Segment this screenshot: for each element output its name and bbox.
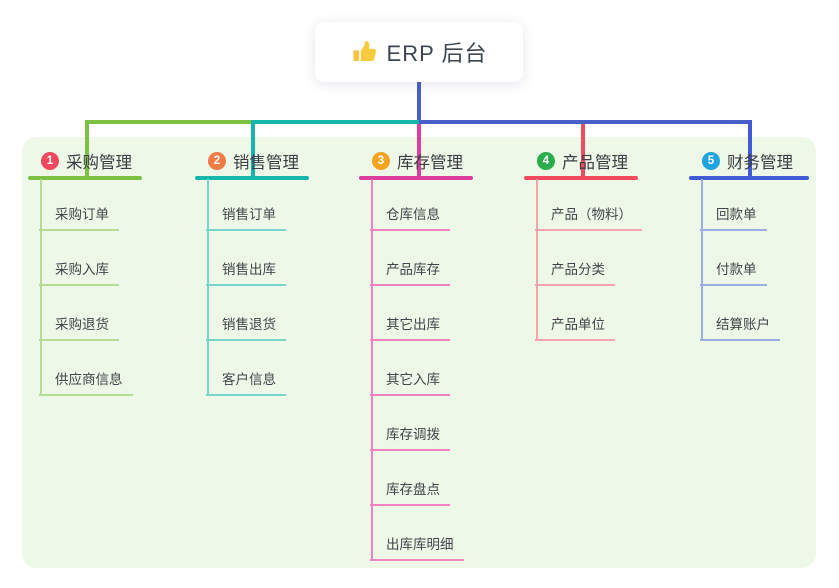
child-node[interactable]: 库存调拨 — [370, 421, 450, 451]
branch-spine — [40, 179, 42, 395]
child-node[interactable]: 库存盘点 — [370, 476, 450, 506]
branch-underline — [28, 176, 142, 180]
badge-2: 2 — [208, 152, 226, 170]
root-label: ERP 后台 — [386, 41, 488, 66]
branch-title-label: 财务管理 — [727, 154, 793, 172]
badge-5: 5 — [702, 152, 720, 170]
connector-bus-green — [85, 120, 251, 124]
branch-underline — [195, 176, 309, 180]
child-node[interactable]: 出库库明细 — [370, 531, 464, 561]
child-node[interactable]: 采购退货 — [39, 311, 119, 341]
child-node[interactable]: 仓库信息 — [370, 201, 450, 231]
branch-spine — [701, 179, 703, 340]
branch-panel-background — [22, 137, 816, 568]
branch-title-finance[interactable]: 5 财务管理 — [689, 148, 793, 174]
child-node[interactable]: 采购入库 — [39, 256, 119, 286]
thumbs-up-icon — [351, 39, 377, 65]
branch-underline — [689, 176, 809, 180]
branch-title-product[interactable]: 4 产品管理 — [524, 148, 628, 174]
connector-drop-branch4 — [581, 124, 585, 178]
child-node[interactable]: 付款单 — [700, 256, 767, 286]
connector-drop-branch3 — [417, 124, 421, 178]
child-node[interactable]: 销售退货 — [206, 311, 286, 341]
connector-drop-branch5 — [748, 120, 752, 178]
branch-underline — [524, 176, 638, 180]
child-node[interactable]: 回款单 — [700, 201, 767, 231]
child-node[interactable]: 销售出库 — [206, 256, 286, 286]
root-node[interactable]: ERP 后台 — [315, 22, 523, 82]
child-node[interactable]: 客户信息 — [206, 366, 286, 396]
branch-title-inventory[interactable]: 3 库存管理 — [359, 148, 463, 174]
child-node[interactable]: 销售订单 — [206, 201, 286, 231]
branch-title-label: 销售管理 — [233, 154, 299, 172]
branch-spine — [371, 179, 373, 560]
connector-trunk — [417, 82, 421, 124]
branch-title-label: 采购管理 — [66, 154, 132, 172]
child-node[interactable]: 产品单位 — [535, 311, 615, 341]
branch-title-purchase[interactable]: 1 采购管理 — [28, 148, 132, 174]
badge-1: 1 — [41, 152, 59, 170]
badge-4: 4 — [537, 152, 555, 170]
child-node[interactable]: 产品库存 — [370, 256, 450, 286]
branch-title-label: 产品管理 — [562, 154, 628, 172]
branch-spine — [207, 179, 209, 395]
child-node[interactable]: 结算账户 — [700, 311, 780, 341]
connector-bus-teal — [251, 120, 419, 124]
branch-title-label: 库存管理 — [397, 154, 463, 172]
child-node[interactable]: 采购订单 — [39, 201, 119, 231]
branch-underline — [359, 176, 473, 180]
child-node[interactable]: 其它出库 — [370, 311, 450, 341]
connector-bus-indigo — [417, 120, 752, 124]
branch-spine — [536, 179, 538, 340]
connector-drop-branch2 — [251, 120, 255, 178]
connector-drop-branch1 — [85, 120, 89, 178]
branch-title-sales[interactable]: 2 销售管理 — [195, 148, 299, 174]
child-node[interactable]: 产品分类 — [535, 256, 615, 286]
child-node[interactable]: 产品（物料） — [535, 201, 642, 231]
badge-3: 3 — [372, 152, 390, 170]
child-node[interactable]: 其它入库 — [370, 366, 450, 396]
child-node[interactable]: 供应商信息 — [39, 366, 133, 396]
